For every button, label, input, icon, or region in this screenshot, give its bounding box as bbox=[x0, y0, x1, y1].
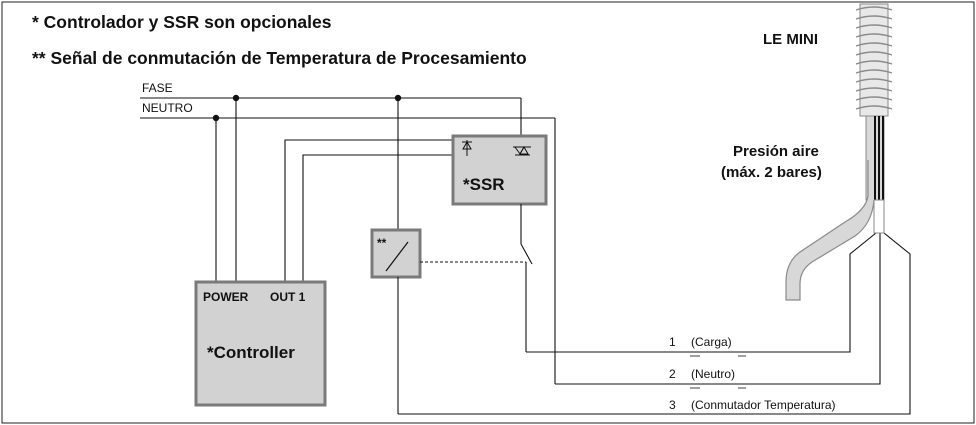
heater-name: LE MINI bbox=[763, 31, 818, 48]
air-pressure-line1: Presión aire bbox=[733, 143, 819, 160]
terminal-3-num: 3 bbox=[669, 398, 676, 412]
terminal-2-num: 2 bbox=[669, 367, 676, 381]
diode-icon bbox=[462, 140, 472, 156]
wire-3 bbox=[398, 232, 911, 415]
note-signal: ** Señal de conmutación de Temperatura d… bbox=[32, 48, 527, 68]
heater-icon bbox=[785, 3, 893, 301]
supply-lines bbox=[140, 97, 556, 384]
switch-mark: ** bbox=[377, 236, 387, 250]
switch-box: ** bbox=[370, 228, 422, 279]
heater-rib-sleeve bbox=[859, 3, 889, 117]
heater-terminal-block bbox=[873, 199, 885, 234]
wire-1 bbox=[526, 232, 877, 353]
contact-blade bbox=[520, 243, 533, 265]
ssr-name: *SSR bbox=[463, 175, 505, 194]
switch-body bbox=[370, 228, 422, 279]
out1-wire-b bbox=[302, 154, 470, 282]
note-optional: * Controlador y SSR son opcionales bbox=[32, 12, 332, 32]
terminal-3-label: (Conmutador Temperatura) bbox=[691, 398, 836, 412]
air-pressure-line2: (máx. 2 bares) bbox=[721, 164, 822, 181]
wire-2 bbox=[555, 233, 881, 385]
triac-icon bbox=[513, 145, 531, 156]
label-fase: FASE bbox=[142, 81, 173, 95]
controller-power-label: POWER bbox=[203, 290, 249, 304]
terminal-2-label: (Neutro) bbox=[691, 367, 735, 381]
air-hose bbox=[785, 160, 875, 301]
controller-name: *Controller bbox=[207, 343, 295, 362]
terminal-1-label: (Carga) bbox=[691, 335, 732, 349]
controller-box: POWER OUT 1 *Controller bbox=[194, 280, 327, 407]
heater-ribs bbox=[855, 6, 893, 110]
label-neutro: NEUTRO bbox=[142, 101, 193, 115]
switch-slash-icon bbox=[385, 241, 409, 272]
controller-body bbox=[194, 280, 327, 407]
terminal-1-num: 1 bbox=[669, 335, 676, 349]
out1-wire-a bbox=[284, 139, 470, 282]
controller-out1-label: OUT 1 bbox=[270, 290, 306, 304]
ssr-box: *SSR bbox=[451, 134, 548, 206]
